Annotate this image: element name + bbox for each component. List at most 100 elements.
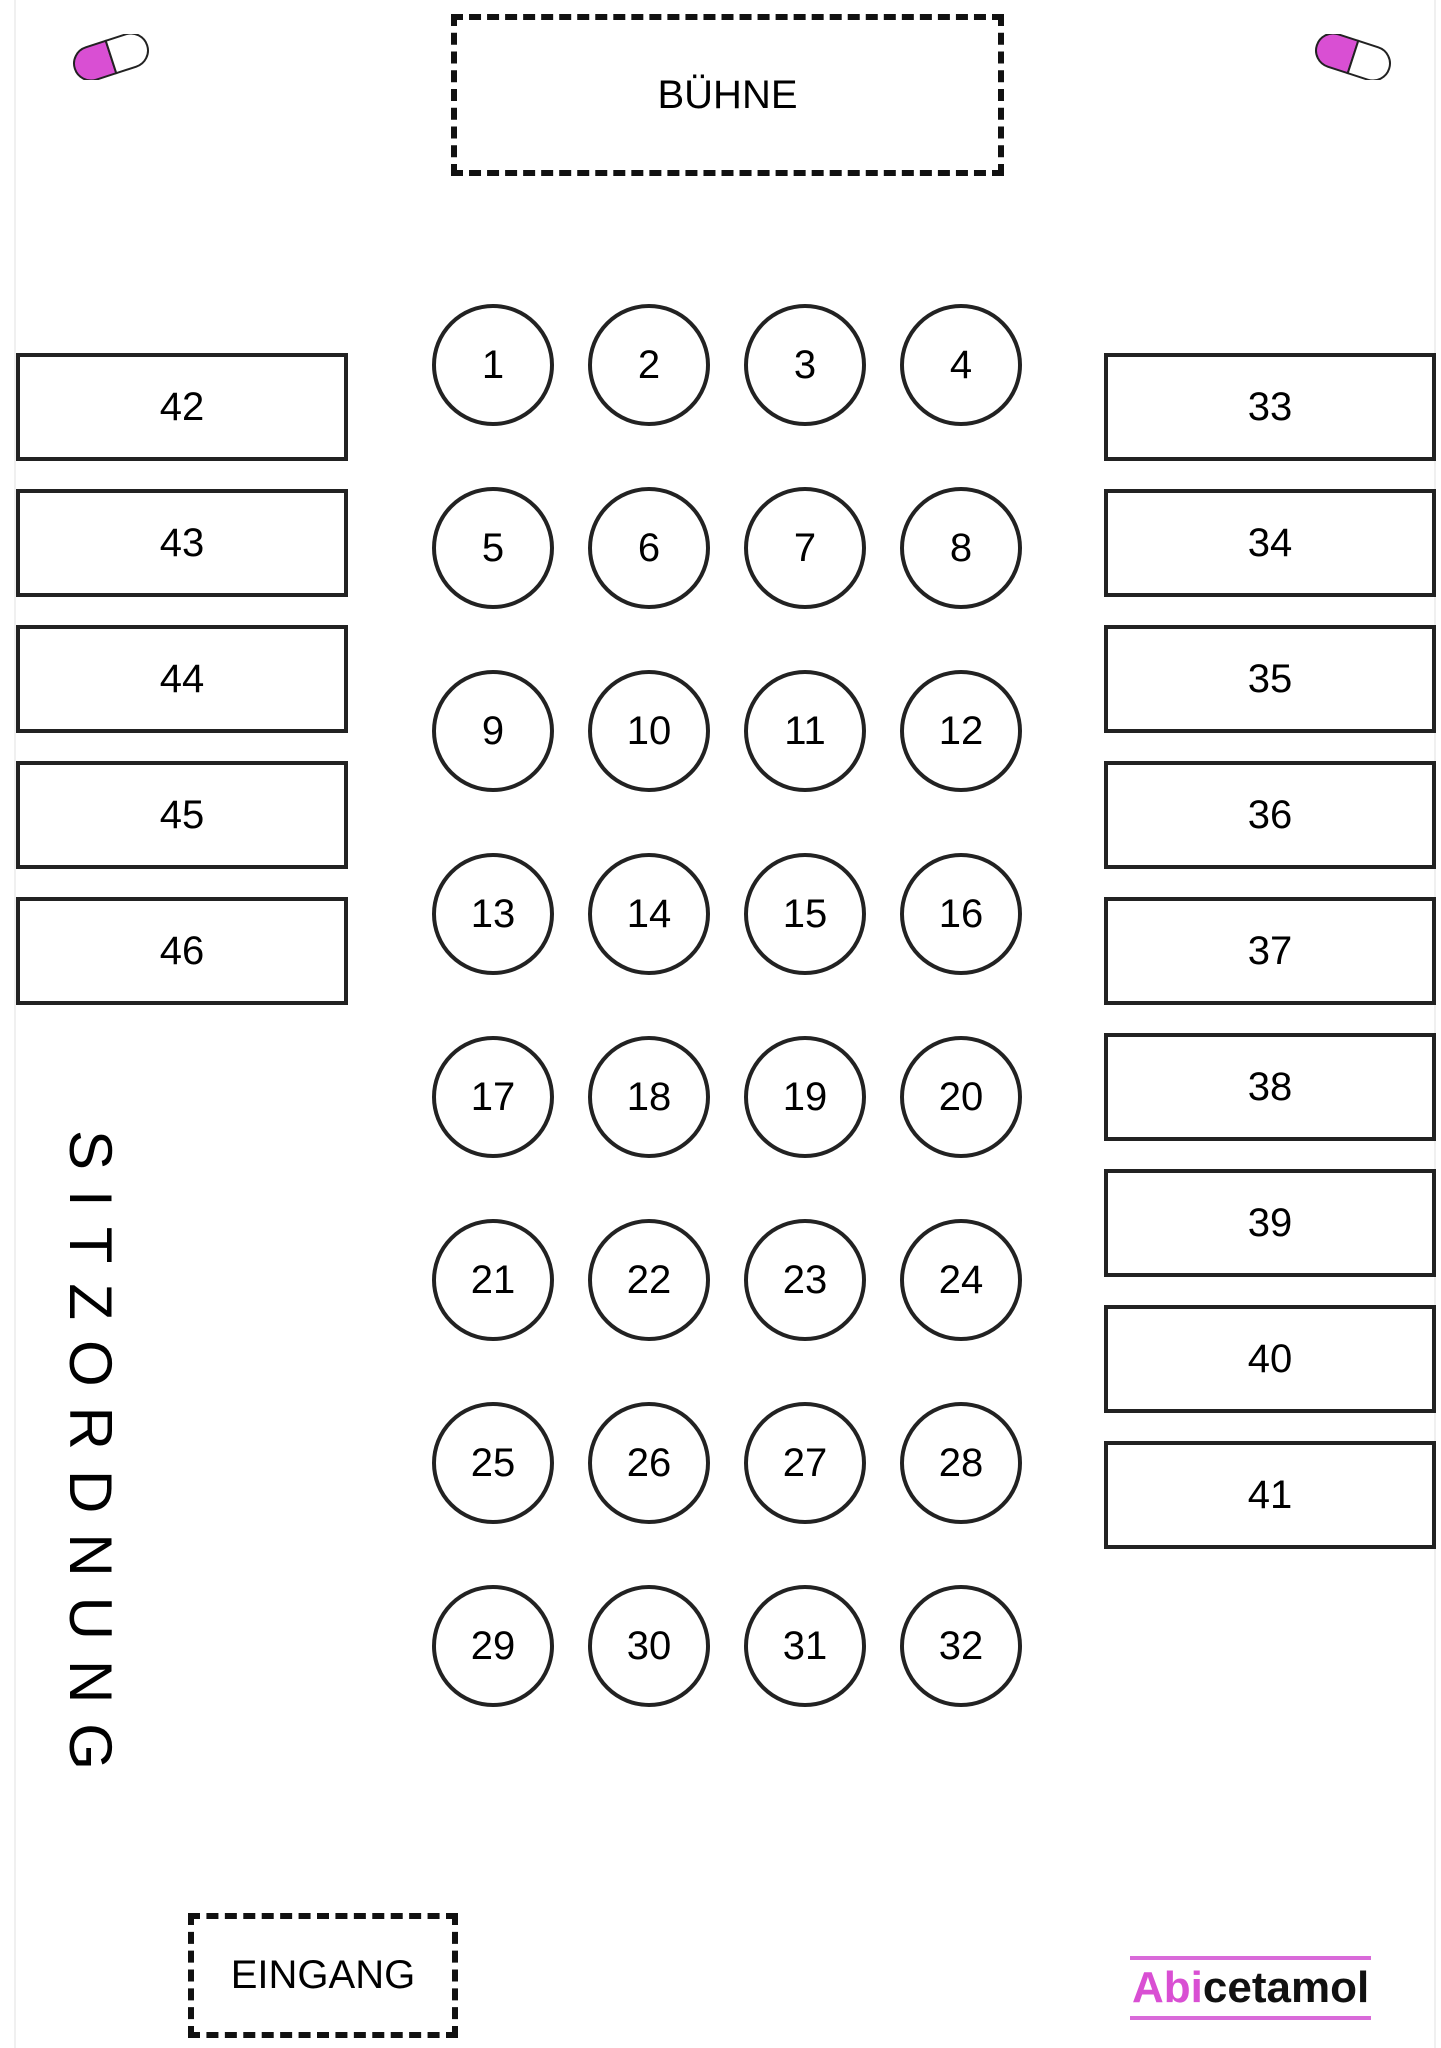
round-table[interactable]: 17 xyxy=(432,1036,554,1158)
entrance-area: EINGANG xyxy=(188,1913,458,2038)
round-table[interactable]: 25 xyxy=(432,1402,554,1524)
round-table[interactable]: 21 xyxy=(432,1219,554,1341)
logo-text: cetamol xyxy=(1202,1963,1370,2012)
table-number: 3 xyxy=(793,342,817,387)
round-table[interactable]: 5 xyxy=(432,487,554,609)
table-number: 18 xyxy=(626,1074,672,1119)
entrance-label: EINGANG xyxy=(230,1953,416,1997)
rect-table[interactable]: 36 xyxy=(1104,761,1436,869)
round-table[interactable]: 31 xyxy=(744,1585,866,1707)
table-number: 6 xyxy=(637,525,661,570)
table-number: 20 xyxy=(938,1074,984,1119)
rect-table[interactable]: 35 xyxy=(1104,625,1436,733)
table-number: 14 xyxy=(626,891,672,936)
table-number: 29 xyxy=(470,1623,516,1668)
capsule-icon xyxy=(73,34,149,80)
round-table[interactable]: 28 xyxy=(900,1402,1022,1524)
table-number: 36 xyxy=(1247,792,1293,837)
table-number: 1 xyxy=(481,342,505,387)
table-number: 27 xyxy=(782,1440,828,1485)
round-table[interactable]: 2 xyxy=(588,304,710,426)
table-number: 39 xyxy=(1247,1200,1293,1245)
table-number: 34 xyxy=(1247,520,1293,565)
round-table[interactable]: 13 xyxy=(432,853,554,975)
page-border-right xyxy=(1434,0,1436,2048)
page-title: SITZORDNUNG xyxy=(57,1130,124,1790)
round-table[interactable]: 11 xyxy=(744,670,866,792)
rect-table[interactable]: 37 xyxy=(1104,897,1436,1005)
table-number: 43 xyxy=(159,520,205,565)
round-table[interactable]: 14 xyxy=(588,853,710,975)
table-number: 2 xyxy=(637,342,661,387)
table-number: 46 xyxy=(159,928,205,973)
table-number: 13 xyxy=(470,891,516,936)
table-number: 41 xyxy=(1247,1472,1293,1517)
round-table[interactable]: 27 xyxy=(744,1402,866,1524)
round-table[interactable]: 3 xyxy=(744,304,866,426)
round-table[interactable]: 30 xyxy=(588,1585,710,1707)
round-table[interactable]: 29 xyxy=(432,1585,554,1707)
round-table[interactable]: 9 xyxy=(432,670,554,792)
table-number: 17 xyxy=(470,1074,516,1119)
rect-table[interactable]: 45 xyxy=(16,761,348,869)
table-number: 5 xyxy=(481,525,505,570)
rect-table[interactable]: 44 xyxy=(16,625,348,733)
round-table[interactable]: 20 xyxy=(900,1036,1022,1158)
table-number: 8 xyxy=(949,525,973,570)
table-number: 19 xyxy=(782,1074,828,1119)
table-number: 24 xyxy=(938,1257,984,1302)
round-table[interactable]: 12 xyxy=(900,670,1022,792)
table-number: 4 xyxy=(949,342,973,387)
rect-table[interactable]: 42 xyxy=(16,353,348,461)
table-number: 7 xyxy=(793,525,817,570)
capsule-icon xyxy=(1315,34,1391,80)
round-table[interactable]: 10 xyxy=(588,670,710,792)
page-border-left xyxy=(14,0,16,2048)
rect-table[interactable]: 41 xyxy=(1104,1441,1436,1549)
table-number: 28 xyxy=(938,1440,984,1485)
round-table[interactable]: 16 xyxy=(900,853,1022,975)
table-number: 45 xyxy=(159,792,205,837)
round-table[interactable]: 26 xyxy=(588,1402,710,1524)
round-table[interactable]: 4 xyxy=(900,304,1022,426)
table-number: 40 xyxy=(1247,1336,1293,1381)
round-table[interactable]: 24 xyxy=(900,1219,1022,1341)
round-table[interactable]: 32 xyxy=(900,1585,1022,1707)
table-number: 16 xyxy=(938,891,984,936)
table-number: 21 xyxy=(470,1257,516,1302)
rect-table[interactable]: 43 xyxy=(16,489,348,597)
table-number: 15 xyxy=(782,891,828,936)
round-table[interactable]: 18 xyxy=(588,1036,710,1158)
table-number: 10 xyxy=(626,708,672,753)
rect-table[interactable]: 33 xyxy=(1104,353,1436,461)
rect-table[interactable]: 34 xyxy=(1104,489,1436,597)
table-number: 44 xyxy=(159,656,205,701)
table-number: 30 xyxy=(626,1623,672,1668)
round-table[interactable]: 23 xyxy=(744,1219,866,1341)
table-number: 25 xyxy=(470,1440,516,1485)
table-number: 38 xyxy=(1247,1064,1293,1109)
rect-table[interactable]: 39 xyxy=(1104,1169,1436,1277)
rect-table[interactable]: 38 xyxy=(1104,1033,1436,1141)
rect-table[interactable]: 40 xyxy=(1104,1305,1436,1413)
round-table[interactable]: 6 xyxy=(588,487,710,609)
table-number: 42 xyxy=(159,384,205,429)
round-table[interactable]: 15 xyxy=(744,853,866,975)
table-number: 11 xyxy=(784,708,826,753)
stage-label: BÜHNE xyxy=(657,72,798,117)
rect-table[interactable]: 46 xyxy=(16,897,348,1005)
table-number: 32 xyxy=(938,1623,984,1668)
round-table[interactable]: 1 xyxy=(432,304,554,426)
table-number: 33 xyxy=(1247,384,1293,429)
round-table[interactable]: 22 xyxy=(588,1219,710,1341)
table-number: 9 xyxy=(481,708,505,753)
brand-logo: Abi cetamol xyxy=(1130,1956,1372,2020)
round-table[interactable]: 8 xyxy=(900,487,1022,609)
table-number: 12 xyxy=(938,708,984,753)
logo-text-accent: Abi xyxy=(1132,1963,1203,2012)
round-table[interactable]: 19 xyxy=(744,1036,866,1158)
table-number: 31 xyxy=(782,1623,828,1668)
table-number: 37 xyxy=(1247,928,1293,973)
round-table[interactable]: 7 xyxy=(744,487,866,609)
